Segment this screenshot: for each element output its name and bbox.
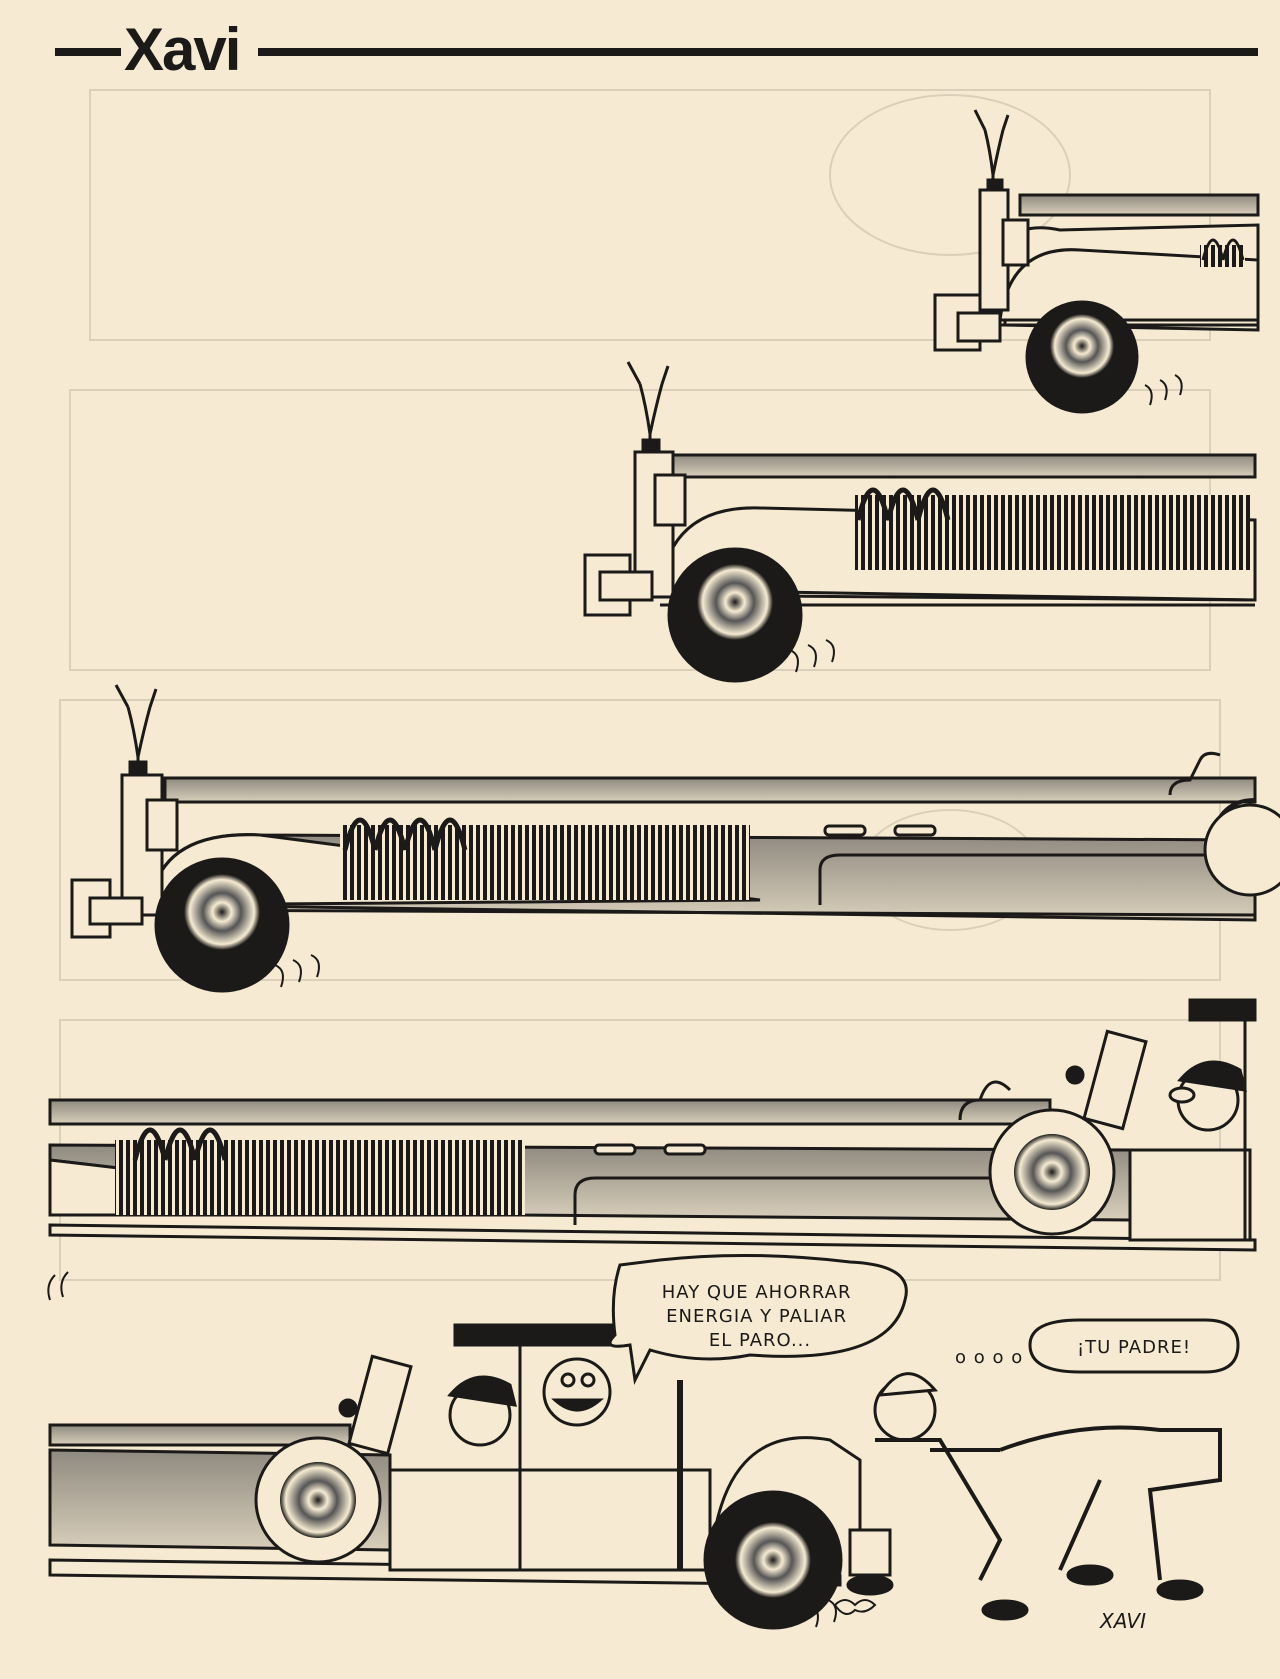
svg-text:HAY QUE AHORRAR ENERGI: HAY QUE AHORRAR ENERGIA Y PALIAR EL PARO… [662,1282,858,1351]
car-rear-panel-4 [47,998,1257,1301]
driver-speech-bubble: HAY QUE AHORRAR ENERGIA Y PALIAR EL PARO… [608,1253,908,1385]
car-front-panel-3 [70,684,1280,993]
worker-line: ¡TU PADRE! [1077,1337,1191,1358]
driver-line-2: ENERGIA Y PALIAR [666,1306,847,1327]
worker-speech-bubble: o o o o ¡TU PADRE! [955,1318,1240,1374]
driver-line-3: EL PARO... [709,1330,811,1351]
car-rear-panel-5 [48,1323,1222,1630]
author-title: Xavi [124,16,241,83]
artist-signature: XAVI [1099,1609,1146,1633]
car-front-panel-2 [583,361,1257,683]
driver-line-1: HAY QUE AHORRAR [662,1282,852,1303]
header-rule-right [258,48,1258,56]
worker-thought-dots: o o o o [955,1347,1023,1368]
car-front-panel-1 [933,109,1260,414]
header-rule-left [55,48,121,56]
